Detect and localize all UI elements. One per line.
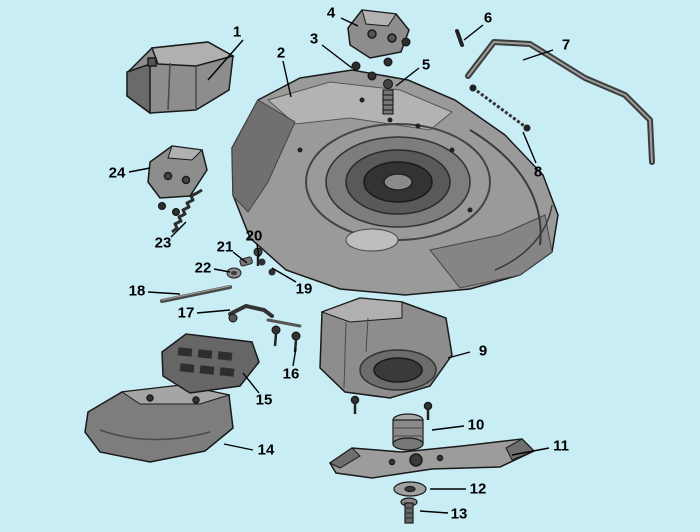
leader-line-19: [271, 267, 297, 283]
part-mower-deck: [231, 69, 559, 296]
leader-line-14: [223, 443, 254, 451]
leader-line-21: [232, 251, 248, 264]
part-spring-bolt: [382, 79, 394, 115]
leader-line-2: [282, 60, 292, 98]
leader-line-7: [522, 49, 554, 61]
part-bracket-24: [147, 145, 208, 216]
leader-line-16: [292, 347, 297, 367]
callout-label-24: 24: [108, 164, 126, 182]
callout-label-14: 14: [257, 441, 275, 459]
callout-label-8: 8: [533, 163, 543, 181]
part-blade-bolt: [400, 497, 418, 524]
callout-label-11: 11: [553, 437, 569, 455]
part-mulch-side-cover: [84, 384, 234, 463]
leader-line-17: [196, 309, 231, 314]
callout-label-7: 7: [561, 36, 571, 54]
callout-label-12: 12: [469, 480, 487, 498]
leader-line-10: [431, 425, 465, 431]
leader-line-5: [395, 67, 420, 87]
leader-line-22: [213, 268, 231, 273]
part-blade: [328, 438, 536, 479]
callout-label-17: 17: [177, 304, 195, 322]
callout-label-6: 6: [483, 9, 493, 27]
part-handle-rod: [465, 39, 655, 165]
part-belt-cover-housing: [319, 297, 453, 420]
leader-line-4: [340, 17, 359, 27]
callout-label-20: 20: [245, 227, 263, 245]
callout-label-15: 15: [255, 391, 273, 409]
callout-label-22: 22: [194, 259, 212, 277]
callout-label-3: 3: [309, 30, 319, 48]
leader-line-20: [256, 243, 260, 258]
part-discharge-chute: [126, 41, 235, 115]
part-blade-adapter: [392, 413, 424, 451]
callout-label-5: 5: [421, 56, 431, 74]
part-bracket-plate: [347, 9, 410, 59]
part-cable-spring: [469, 84, 531, 132]
part-torsion-spring: [171, 188, 203, 234]
callout-label-4: 4: [326, 4, 336, 22]
callout-label-13: 13: [450, 505, 468, 523]
callout-label-18: 18: [128, 282, 146, 300]
part-pin: [455, 29, 464, 47]
callout-label-1: 1: [232, 23, 242, 41]
leader-line-1: [207, 39, 244, 81]
callout-label-23: 23: [154, 234, 172, 252]
callout-label-16: 16: [282, 365, 300, 383]
part-blade-washer: [393, 481, 427, 497]
leader-line-8: [522, 131, 537, 164]
leader-lines: [128, 17, 554, 514]
part-mounting-screws: [351, 37, 411, 81]
callout-label-2: 2: [276, 44, 286, 62]
part-lever: [228, 303, 302, 328]
callout-label-9: 9: [478, 342, 488, 360]
leader-line-18: [147, 291, 181, 295]
leader-line-11: [511, 447, 550, 456]
callout-label-10: 10: [467, 416, 485, 434]
leader-line-23: [170, 221, 187, 238]
leader-line-3: [321, 44, 353, 69]
callout-label-19: 19: [295, 280, 313, 298]
part-rod: [160, 285, 232, 303]
part-baffle-plate: [161, 333, 260, 394]
leader-line-24: [128, 167, 151, 173]
leader-line-9: [447, 351, 471, 359]
leader-line-13: [419, 510, 449, 514]
callout-label-21: 21: [216, 238, 234, 256]
leader-line-6: [463, 24, 484, 41]
leader-line-15: [242, 372, 260, 394]
